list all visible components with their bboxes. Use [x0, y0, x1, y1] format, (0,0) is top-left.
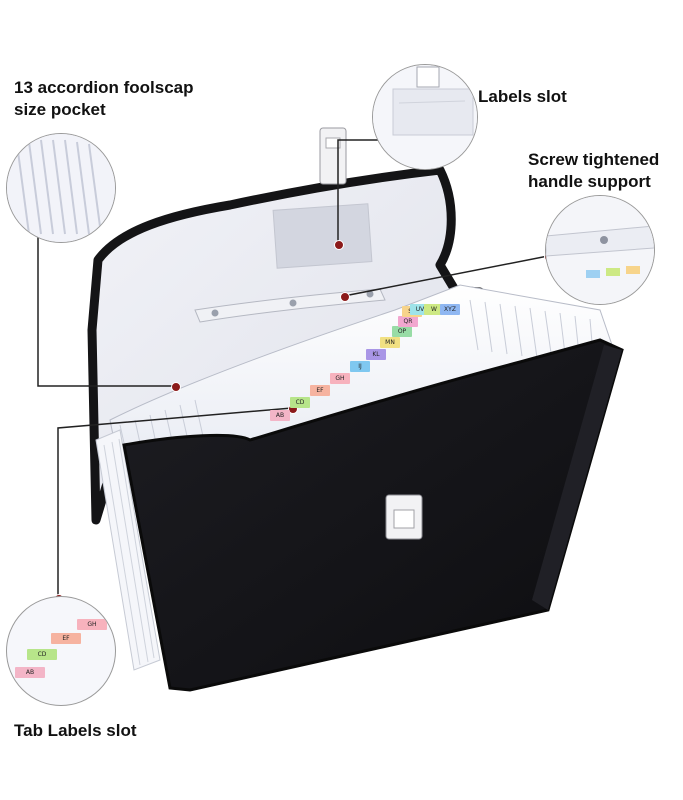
handle-support-bar — [194, 288, 386, 323]
zoom-tab-label: EF — [51, 633, 81, 644]
zoom-tab-label: CD — [27, 649, 57, 660]
pointer-dot — [340, 292, 350, 302]
pocket-index-tab: GH — [330, 373, 350, 384]
pocket-index-tab: AB — [270, 410, 290, 421]
top-clasp — [319, 127, 347, 185]
pointer-dot — [171, 382, 181, 392]
open-flap — [87, 165, 485, 525]
callout-label-tab-labels: Tab Labels slot — [14, 721, 137, 740]
accordion-zoom-detail — [7, 134, 115, 242]
pocket-index-tab: CD — [290, 397, 310, 408]
callout-accordion-zoom — [6, 133, 116, 243]
pocket-index-tab: MN — [380, 337, 400, 348]
leader-lines — [37, 139, 549, 598]
callout-label-labels-slot: Labels slot — [478, 87, 567, 106]
pocket-index-tab: EF — [310, 385, 330, 396]
labels-slot-zoom-detail — [373, 65, 477, 169]
pocket-index-tab: QR — [398, 316, 418, 327]
zoom-tab-label: AB — [15, 667, 45, 678]
front-clasp — [385, 494, 423, 540]
callout-handle-support-zoom — [545, 195, 655, 305]
handle-support-zoom-detail — [546, 196, 654, 304]
zoom-tab-label: GH — [77, 619, 107, 630]
folder-front-body — [122, 338, 624, 692]
pointer-dot — [334, 240, 344, 250]
callout-tab-labels-zoom: AB CD EF GH — [6, 596, 116, 706]
callout-label-handle-support: Screw tightened handle support — [528, 150, 660, 191]
callout-label-accordion: 13 accordion foolscap size pocket — [14, 78, 194, 119]
pocket-index-tab: W — [424, 304, 444, 315]
accordion-pockets — [95, 284, 613, 671]
pocket-index-tab: IJ — [350, 361, 370, 372]
pocket-index-tab: OP — [392, 326, 412, 337]
pocket-index-tab: XYZ — [440, 304, 460, 315]
pocket-index-tab: KL — [366, 349, 386, 360]
pocket-index-tab: UV — [410, 304, 430, 315]
callout-labels-slot-zoom — [372, 64, 478, 170]
